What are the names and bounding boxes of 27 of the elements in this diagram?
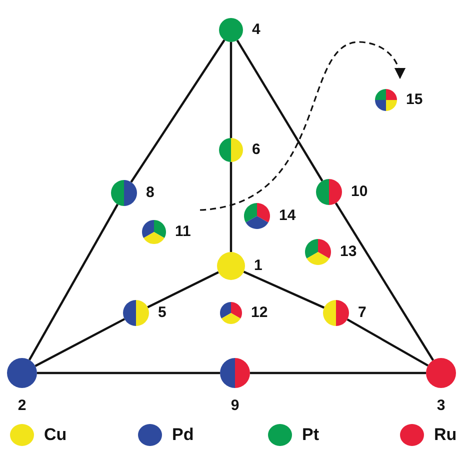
node-number: 11 [175,224,191,240]
connector-line [250,372,426,374]
node-number: 6 [252,142,260,158]
node-number: 5 [158,305,166,321]
connector-line [334,202,434,361]
connector-line [130,39,226,183]
node-number: 12 [251,305,268,321]
connector-line [230,42,232,138]
node-number: 3 [436,398,446,414]
legend-label: Cu [44,426,67,444]
node-number: 7 [358,305,366,321]
connector-line [230,162,232,252]
legend-label: Pt [302,426,319,444]
node-number: 2 [18,398,26,414]
node-number: 14 [279,208,296,224]
node-number: 13 [340,244,357,260]
node-number: 8 [146,185,154,201]
dashed-arrow [200,41,405,211]
connector-line [346,318,429,367]
node-number: 10 [351,184,368,200]
legend-label: Pd [172,426,194,444]
node-number: 1 [254,258,262,274]
connector-line [147,271,219,308]
node-number: 15 [406,92,423,108]
legend-label: Ru [434,426,457,444]
node-number: 4 [252,22,260,38]
node-number: 9 [230,398,240,414]
